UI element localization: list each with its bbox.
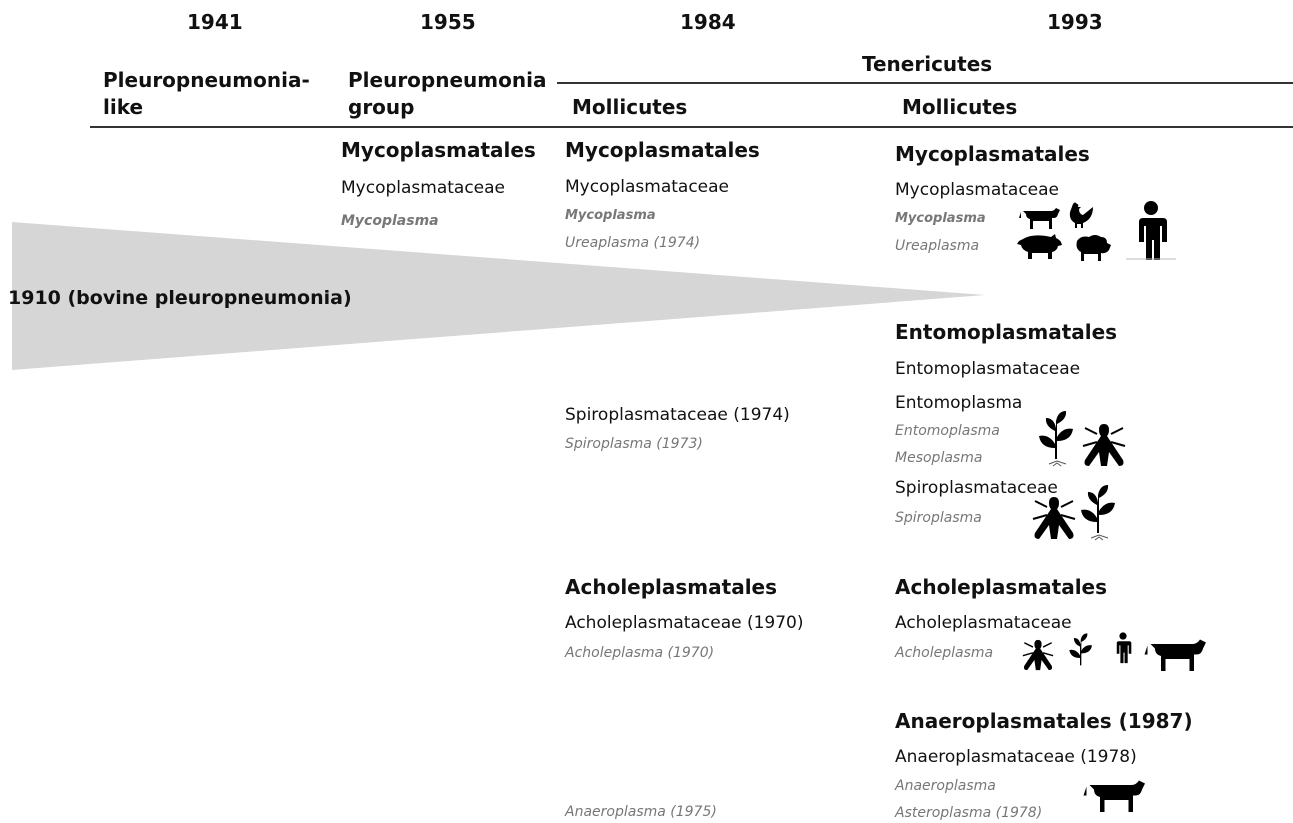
family-1993-mycoplasmataceae: Mycoplasmataceae [895, 180, 1060, 200]
genus-1984-ureaplasma: Ureaplasma (1974) [565, 235, 701, 251]
family-1955-mycoplasmataceae: Mycoplasmataceae [341, 178, 506, 198]
insect-icon [1022, 639, 1054, 671]
header-divider [90, 126, 1293, 128]
family-1984-mycoplasmataceae: Mycoplasmataceae [565, 177, 730, 197]
order-1993-acholeplasmatales: Acholeplasmatales [895, 575, 1108, 599]
family-1993-spiroplasmataceae: Spiroplasmataceae [895, 478, 1058, 498]
family-1993-acholeplasmataceae: Acholeplasmataceae [895, 613, 1072, 633]
genus-1993-mycoplasma: Mycoplasma [895, 211, 986, 226]
year-1955: 1955 [420, 10, 476, 34]
cow-icon [1083, 780, 1145, 812]
genus-1993-entomoplasma: Entomoplasma [895, 423, 1000, 439]
genus-1993-mesoplasma: Mesoplasma [895, 450, 983, 466]
chicken-icon [1069, 202, 1093, 228]
insect-icon [1032, 497, 1076, 539]
genus-1984-spiroplasma: Spiroplasma (1973) [565, 436, 703, 452]
human-icon [1116, 632, 1132, 664]
subgroup-1993-entomoplasma: Entomoplasma [895, 393, 1023, 413]
order-1993-entomoplasmatales: Entomoplasmatales [895, 320, 1118, 344]
year-1993: 1993 [1047, 10, 1103, 34]
wedge-label: 1910 (bovine pleuropneumonia) [8, 287, 352, 309]
insect-icon [1082, 424, 1126, 466]
tenericutes-divider [557, 82, 1293, 84]
group-mollicutes-1984: Mollicutes [572, 95, 688, 119]
genus-1993-acholeplasma: Acholeplasma [895, 645, 994, 661]
genus-1984-mycoplasma: Mycoplasma [565, 208, 656, 223]
year-1941: 1941 [187, 10, 243, 34]
order-1984-acholeplasmatales: Acholeplasmatales [565, 575, 778, 599]
sheep-icon [1076, 235, 1111, 261]
plant-icon [1069, 633, 1092, 666]
genus-1955-mycoplasma: Mycoplasma [341, 213, 439, 229]
pig-icon [1017, 234, 1062, 259]
group-mollicutes-1993: Mollicutes [902, 95, 1018, 119]
plant-icon [1039, 411, 1073, 467]
genus-1993-asteroplasma: Asteroplasma (1978) [895, 805, 1043, 821]
genus-1984-anaeroplasma: Anaeroplasma (1975) [565, 804, 717, 820]
genus-1993-anaeroplasma: Anaeroplasma [895, 778, 996, 794]
family-1993-entomoplasmataceae: Entomoplasmataceae [895, 359, 1081, 379]
group-1941: Pleuropneumonia-like [103, 68, 310, 119]
order-1984-mycoplasmatales: Mycoplasmatales [565, 138, 760, 162]
family-1993-anaeroplasmataceae: Anaeroplasmataceae (1978) [895, 747, 1137, 767]
genus-1984-acholeplasma: Acholeplasma (1970) [565, 645, 715, 661]
cow-icon [1144, 639, 1206, 671]
order-1993-mycoplasmatales: Mycoplasmatales [895, 142, 1090, 166]
order-1955-mycoplasmatales: Mycoplasmatales [341, 138, 536, 162]
group-tenericutes: Tenericutes [862, 52, 993, 76]
human-icon [1126, 201, 1176, 260]
family-1984-spiroplasmataceae: Spiroplasmataceae (1974) [565, 405, 790, 425]
genus-1993-ureaplasma: Ureaplasma [895, 238, 980, 254]
year-1984: 1984 [680, 10, 736, 34]
genus-1993-spiroplasma: Spiroplasma [895, 510, 982, 526]
order-1993-anaeroplasmatales: Anaeroplasmatales (1987) [895, 709, 1193, 733]
group-1955: Pleuropneumonia group [348, 68, 547, 119]
plant-icon [1081, 485, 1115, 541]
family-1984-acholeplasmataceae: Acholeplasmataceae (1970) [565, 613, 804, 633]
cow-icon [1019, 208, 1060, 229]
